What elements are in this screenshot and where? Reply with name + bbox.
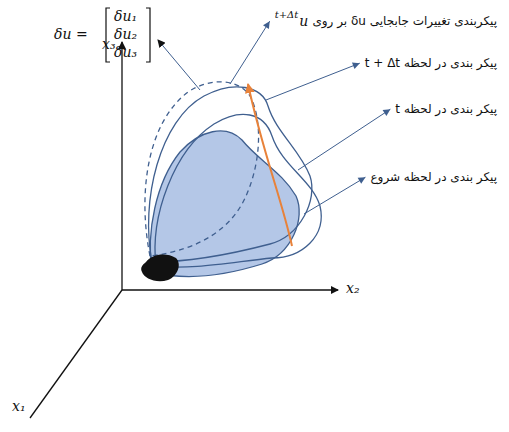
vector-entry: δu₂ [114,26,137,43]
support [141,255,179,282]
vector-entry: δu₁ [114,8,137,25]
callout-label: پیکر بندی در لحظه t + Δt [365,56,497,70]
leader-line [298,109,390,170]
leader-line [266,63,360,100]
axis-label: x₁ [12,398,26,415]
x2-axis [122,289,338,290]
matrix-bracket [106,8,110,62]
leader-arrowhead [263,21,270,29]
superscript: t+Δt [275,9,299,21]
leader-line [158,40,200,90]
matrix-bracket [146,8,150,62]
displacement-arrow [248,84,292,246]
vector-entry: δu₃ [114,44,137,61]
leader-arrowhead [358,177,366,184]
callout-label: پیکربندی تغییرات جابجایی δu بر روی [312,14,497,28]
configuration-t [155,114,321,267]
formula-lhs: δu = [54,26,88,43]
axis-label: x₃ [102,36,116,53]
x1-axis [30,290,122,418]
configuration-t-plus-dt [149,87,312,262]
variation-configuration [145,82,259,256]
leader-line [230,21,270,84]
x3-axis [121,42,122,290]
leader-line [304,177,365,214]
axis-label: x₂ [346,280,360,297]
callout-label: پیکر بندی در لحظه t [395,102,497,116]
callout-label: پیکر بندی در لحظه شروع [370,170,497,184]
leader-arrowhead [352,62,360,69]
variable: u [299,13,308,30]
leader-arrowhead [383,109,391,116]
